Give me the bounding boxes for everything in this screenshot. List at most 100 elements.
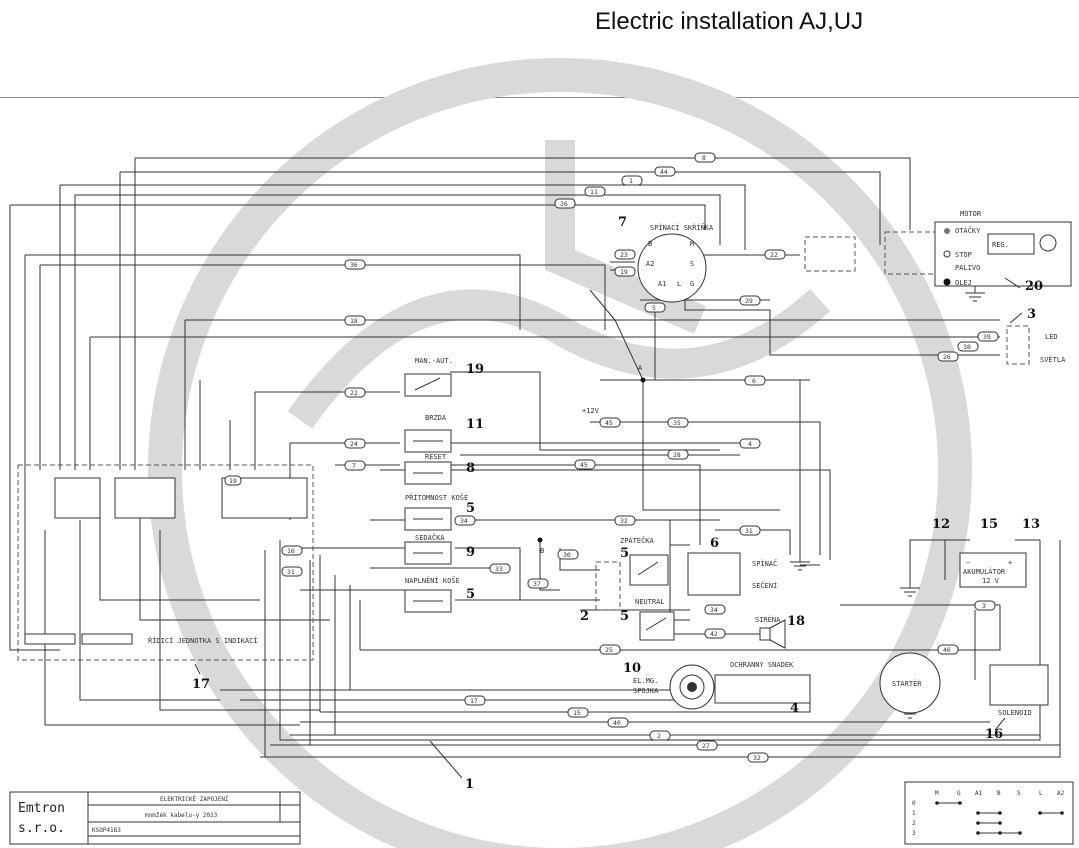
header-divider — [0, 97, 1079, 98]
svg-text:6: 6 — [752, 377, 756, 385]
svg-text:5: 5 — [620, 546, 629, 561]
svg-text:11: 11 — [466, 417, 484, 432]
svg-text:SVĚTLA: SVĚTLA — [1040, 355, 1066, 364]
svg-text:1: 1 — [629, 177, 633, 185]
svg-text:3: 3 — [982, 602, 986, 610]
svg-text:7: 7 — [618, 215, 627, 230]
ignition-switch: SPÍNACÍ SKŘÍŇKA B M A2 S A1 L G — [637, 223, 714, 303]
svg-text:18: 18 — [350, 317, 358, 325]
wire-tag: 16 — [281, 545, 303, 556]
battery: − + AKUMULÁTOR 12 V — [959, 552, 1027, 588]
svg-text:SOLENOID: SOLENOID — [998, 709, 1032, 717]
svg-text:S: S — [690, 260, 694, 268]
connector-block — [595, 561, 621, 611]
svg-text:32: 32 — [620, 517, 628, 525]
svg-text:STARTÉR: STARTÉR — [892, 679, 922, 688]
svg-text:PALIVO: PALIVO — [955, 264, 980, 272]
switch-brake: BRZDA — [404, 414, 452, 453]
wire-tag: 37 — [527, 578, 549, 589]
switch-reset: RESET — [404, 453, 452, 485]
wire-tag: 22 — [344, 387, 366, 398]
wire-tag: 26 — [554, 198, 576, 209]
svg-text:5: 5 — [620, 609, 629, 624]
svg-text:s.r.o.: s.r.o. — [18, 821, 65, 836]
wire-tag: 26 — [937, 351, 959, 362]
svg-text:B: B — [648, 240, 652, 248]
svg-text:+12V: +12V — [582, 407, 600, 415]
wire-tag: 3 — [974, 600, 996, 611]
svg-text:SEDAČKA: SEDAČKA — [415, 533, 445, 542]
wire-tag: 11 — [584, 186, 606, 197]
svg-text:KSOP4183: KSOP4183 — [92, 827, 121, 834]
callout-labels: 1 2 3 4 5 5 5 5 6 7 8 9 10 11 12 13 15 1… — [192, 215, 1043, 792]
svg-text:STOP: STOP — [955, 251, 972, 259]
switch-basket-presence: PŘÍTOMNOST KOŠE — [404, 493, 468, 531]
svg-text:Emtron: Emtron — [18, 801, 65, 816]
svg-text:36: 36 — [350, 261, 358, 269]
page-title: Electric installation AJ,UJ — [595, 8, 864, 35]
svg-text:30: 30 — [563, 551, 571, 559]
protective-diode: OCHRANNÝ SNADEK — [714, 660, 811, 704]
svg-text:40: 40 — [613, 719, 621, 727]
svg-text:A2: A2 — [646, 260, 654, 268]
svg-text:45: 45 — [605, 419, 613, 427]
svg-text:22: 22 — [770, 251, 778, 259]
svg-text:5: 5 — [652, 304, 656, 312]
svg-text:PŘÍTOMNOST KOŠE: PŘÍTOMNOST KOŠE — [405, 493, 468, 502]
svg-text:9: 9 — [466, 545, 475, 560]
wire-tag: 4 — [739, 438, 761, 449]
svg-text:A: A — [638, 364, 643, 372]
svg-text:MOTOR: MOTOR — [960, 210, 982, 218]
wire-tag: 39 — [977, 331, 999, 342]
wire-tag: 31 — [281, 566, 303, 577]
svg-text:8: 8 — [466, 461, 475, 476]
svg-text:13: 13 — [1022, 517, 1040, 532]
starter-motor: STARTÉR — [879, 652, 941, 714]
svg-text:42: 42 — [710, 630, 718, 638]
svg-text:26: 26 — [943, 353, 951, 361]
svg-text:MAN.-AUT.: MAN.-AUT. — [415, 357, 453, 365]
wire-tag: 24 — [344, 438, 366, 449]
svg-text:SPOJKA: SPOJKA — [633, 687, 659, 695]
svg-text:1: 1 — [465, 777, 474, 792]
svg-text:5: 5 — [466, 587, 475, 602]
svg-text:2: 2 — [912, 820, 916, 827]
switch-basket-full: NAPLNĚNÍ KOŠE — [404, 576, 460, 613]
wire-tag: 2 — [649, 730, 671, 741]
switch-neutral: NEUTRAL — [635, 598, 675, 641]
svg-text:23: 23 — [620, 251, 628, 259]
svg-text:34: 34 — [710, 606, 718, 614]
svg-text:G: G — [957, 790, 961, 797]
wire-tag: 7 — [344, 460, 366, 471]
svg-text:2: 2 — [580, 609, 589, 624]
svg-text:B: B — [540, 547, 544, 555]
wire-tag: 30 — [557, 549, 579, 560]
wire-tag: 1 — [621, 175, 643, 186]
wire-tag: 34 — [704, 604, 726, 615]
svg-text:34: 34 — [460, 517, 468, 525]
svg-text:ŘÍDICÍ JEDNOTKA S INDIKACÍ: ŘÍDICÍ JEDNOTKA S INDIKACÍ — [148, 636, 258, 645]
wire-tag: 6 — [744, 375, 766, 386]
svg-text:11: 11 — [590, 188, 598, 196]
wire-tag: 28 — [667, 449, 689, 460]
wire-tag: 32 — [614, 515, 636, 526]
svg-text:G: G — [690, 280, 694, 288]
svg-text:16: 16 — [287, 547, 295, 555]
svg-text:26: 26 — [560, 200, 568, 208]
svg-text:8: 8 — [702, 154, 706, 162]
svg-text:mnmžék kabelu-y 2023: mnmžék kabelu-y 2023 — [145, 812, 218, 819]
wire-tag: 38 — [957, 341, 979, 352]
title-block: Emtron s.r.o. ELEKTRICKÉ ZAPOJENÍ mnmžék… — [9, 791, 301, 845]
wire-tag: 17 — [464, 695, 486, 706]
svg-text:37: 37 — [533, 580, 541, 588]
svg-text:OTÁČKY: OTÁČKY — [955, 226, 981, 235]
svg-text:6: 6 — [710, 536, 719, 551]
svg-text:24: 24 — [350, 440, 358, 448]
svg-text:16: 16 — [985, 727, 1003, 742]
svg-text:OCHRANNÝ SNADEK: OCHRANNÝ SNADEK — [730, 660, 794, 669]
switch-reverse: ZPÁTEČKA — [620, 536, 669, 586]
svg-text:NEUTRAL: NEUTRAL — [635, 598, 665, 606]
seco-watermark — [148, 58, 972, 848]
svg-text:SPÍNAČ: SPÍNAČ — [752, 559, 777, 568]
svg-text:M: M — [690, 240, 694, 248]
